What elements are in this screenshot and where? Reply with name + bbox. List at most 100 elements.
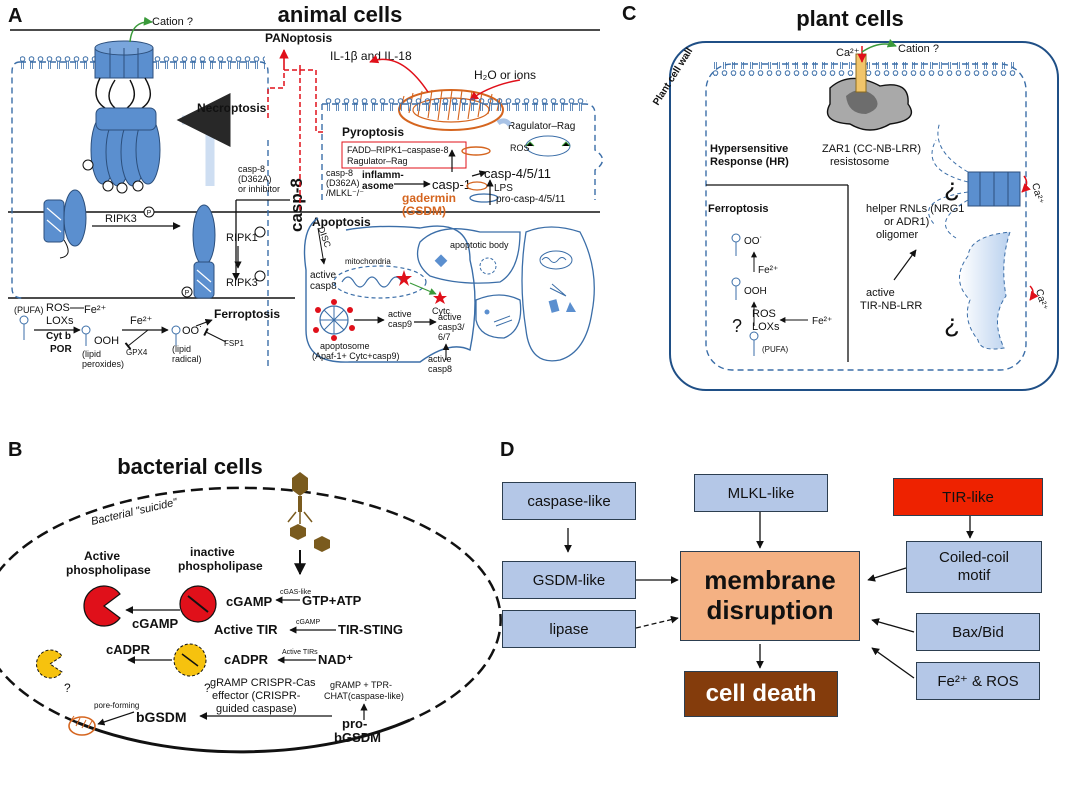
panel-b-title: bacterial cells	[117, 454, 263, 479]
svg-text:cADPR: cADPR	[106, 642, 151, 657]
svg-text:ROS: ROS	[752, 308, 776, 320]
svg-text:D: D	[500, 439, 514, 461]
panel-b: B bacterial cells Bacterial "suicide" Ac…	[0, 439, 502, 754]
svg-text:NAD⁺: NAD⁺	[318, 652, 353, 667]
phage-icon	[287, 472, 313, 524]
apoptotic-body-label: apoptotic body	[450, 240, 509, 250]
svg-text:OOH: OOH	[744, 286, 767, 297]
svg-text:gRAMP CRISPR-Cas: gRAMP CRISPR-Cas	[210, 677, 316, 689]
svg-text:cADPR: cADPR	[224, 652, 269, 667]
mlkl-inactive-icon	[43, 199, 65, 243]
panel-c: C plant cells Plant cell wall Ca²⁺ Catio…	[622, 3, 1059, 391]
svg-text:POR: POR	[50, 344, 72, 355]
gtp-atp-label: GTP+ATP	[302, 593, 362, 608]
svg-text:¿: ¿	[944, 172, 960, 202]
svg-text:Ca²⁺: Ca²⁺	[836, 47, 860, 59]
mlkl-like-box: MLKL-like	[694, 474, 828, 512]
casp1-label: casp-1	[432, 177, 471, 192]
hr-label: Hypersensitive	[710, 143, 788, 155]
svg-text:LOXs: LOXs	[752, 321, 780, 333]
svg-text:(D362A): (D362A)	[326, 178, 360, 188]
svg-text:FSP1: FSP1	[224, 339, 245, 348]
svg-text:active: active	[428, 354, 452, 364]
mlkl-pore-icon	[82, 40, 161, 194]
svg-text:(lipid: (lipid	[82, 349, 101, 359]
plant-channel-icon	[928, 121, 1021, 239]
zar1-resistosome-icon	[826, 53, 913, 131]
svg-text:casp3/: casp3/	[438, 322, 465, 332]
ripk3-label-b: RIPK3	[226, 277, 258, 289]
caspase-like-box: caspase-like	[502, 482, 636, 520]
apoptotic-body-1	[416, 228, 521, 284]
svg-text:?: ?	[732, 316, 742, 336]
coiled-coil-box: Coiled-coil motif	[906, 541, 1042, 593]
svg-text:C: C	[622, 3, 636, 25]
svg-text:Ragulator–Rag: Ragulator–Rag	[347, 156, 408, 166]
svg-text:or inhibitor: or inhibitor	[238, 184, 280, 194]
ripk1-label: RIPK1	[226, 232, 258, 244]
h2o-ions-label: H₂O or ions	[474, 68, 536, 82]
apoptosis-label: Apoptosis	[312, 215, 371, 229]
membrane-disruption-box: membrane disruption	[680, 551, 860, 641]
necroptosis-label: Necroptosis	[197, 101, 267, 115]
svg-text:ROS: ROS	[510, 143, 530, 153]
lipase-box: lipase	[502, 610, 636, 648]
svg-text:or ADR1): or ADR1)	[884, 216, 929, 228]
svg-text:(PUFA): (PUFA)	[762, 345, 789, 354]
plant-vacuole	[959, 231, 1011, 350]
apoptotic-body-2	[521, 226, 595, 362]
tir-sting-label: TIR-STING	[338, 622, 403, 637]
svg-text:phospholipase: phospholipase	[66, 563, 151, 577]
svg-text:cGAMP: cGAMP	[132, 616, 179, 631]
svg-text:Bacterial "suicide": Bacterial "suicide"	[90, 496, 179, 528]
svg-text:radical): radical)	[172, 354, 202, 364]
procasp-label: pro-casp-4/5/11	[496, 194, 566, 205]
cell-death-box: cell death	[684, 671, 838, 717]
svg-text:6/7: 6/7	[438, 332, 451, 342]
svg-text:gRAMP + TPR-: gRAMP + TPR-	[330, 680, 392, 690]
bgsdm-pore-icon	[68, 716, 96, 736]
svg-text:inflamm-: inflamm-	[362, 170, 404, 181]
fadd-complex-box	[341, 141, 467, 169]
svg-text:phospholipase: phospholipase	[178, 559, 263, 573]
panel-a-letter: A	[8, 5, 22, 27]
svg-text:oligomer: oligomer	[876, 229, 919, 241]
zar1-label: ZAR1 (CC-NB-LRR)	[822, 143, 921, 155]
svg-text:OO˙: OO˙	[744, 236, 763, 247]
svg-text:casp-8: casp-8	[238, 164, 265, 174]
svg-text:active: active	[388, 309, 412, 319]
apoptotic-cell-outline	[303, 217, 476, 363]
svg-text:active: active	[438, 312, 462, 322]
svg-text:B: B	[8, 439, 22, 461]
svg-text:P: P	[185, 290, 190, 297]
mitochondria-label: mitochondria	[345, 257, 391, 266]
svg-text:Response (HR): Response (HR)	[710, 156, 789, 168]
svg-text:pore-forming: pore-forming	[94, 701, 139, 710]
panoptosis-connector	[267, 62, 301, 118]
right-cell-membrane	[321, 103, 604, 200]
svg-text:FADD–RIPK1–caspase-8: FADD–RIPK1–caspase-8	[347, 145, 449, 155]
svg-text:asome: asome	[362, 181, 394, 192]
mitochondria-icon	[333, 265, 427, 299]
svg-text:Ca²⁺: Ca²⁺	[1033, 288, 1049, 312]
svg-text:apoptosome: apoptosome	[320, 341, 370, 351]
svg-text:(D362A): (D362A)	[238, 174, 272, 184]
tir-nb-lrr-label: TIR-NB-LRR	[860, 300, 922, 312]
svg-text:casp9: casp9	[388, 319, 412, 329]
svg-text:(PUFA): (PUFA)	[14, 305, 44, 315]
svg-text:Fe²⁺: Fe²⁺	[758, 265, 778, 276]
casp8-vertical-label: casp-8	[287, 178, 306, 232]
svg-text:cGAS-like: cGAS-like	[280, 589, 311, 596]
ferroptosis-label-animal: Ferroptosis	[214, 307, 280, 321]
svg-text:inactive: inactive	[190, 545, 235, 559]
ripk3-label-a: RIPK3	[105, 213, 137, 225]
svg-text:resistosome: resistosome	[830, 156, 889, 168]
svg-text:OO˙: OO˙	[182, 325, 203, 337]
svg-text:Fe²⁺: Fe²⁺	[130, 315, 153, 327]
cation-label: Cation ?	[152, 16, 193, 28]
svg-text:ROS: ROS	[46, 302, 70, 314]
fe-ros-box: Fe²⁺ & ROS	[916, 662, 1040, 700]
svg-text:Cyt b: Cyt b	[46, 331, 71, 342]
svg-text:LOXs: LOXs	[46, 315, 74, 327]
